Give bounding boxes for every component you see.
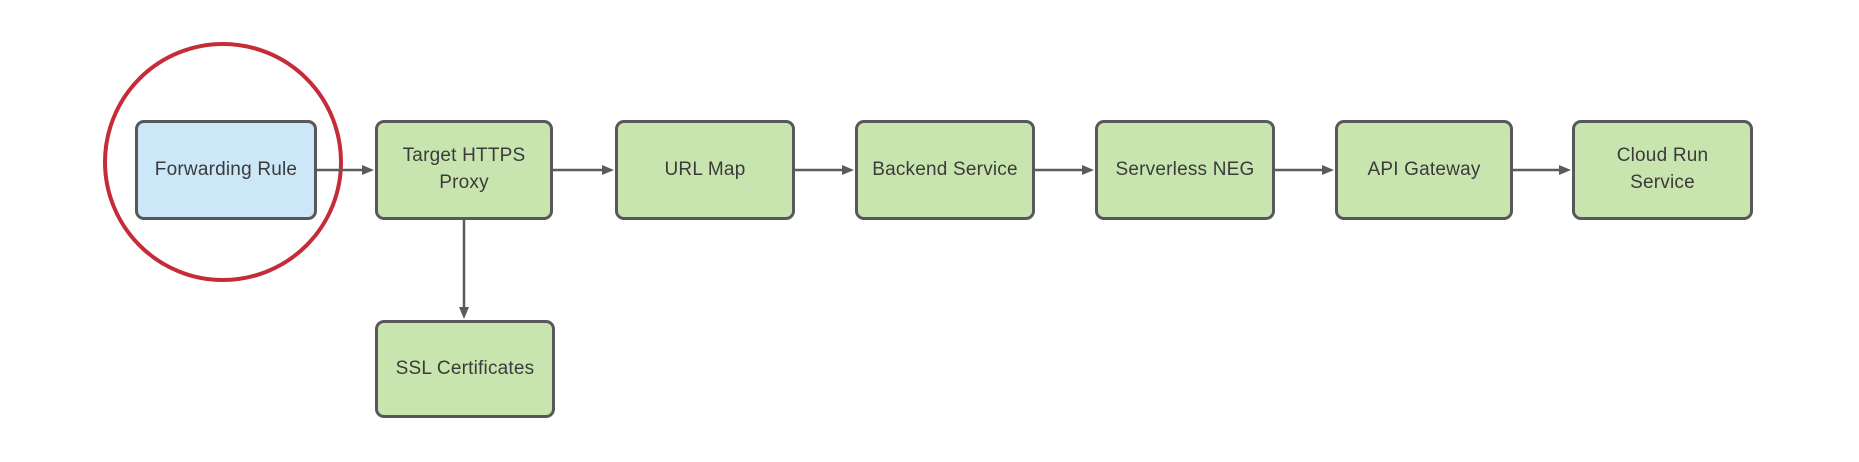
node-backend-service: Backend Service xyxy=(855,120,1035,220)
node-url-map: URL Map xyxy=(615,120,795,220)
node-forwarding-rule: Forwarding Rule xyxy=(135,120,317,220)
node-target-https-proxy: Target HTTPS Proxy xyxy=(375,120,553,220)
node-serverless-neg: Serverless NEG xyxy=(1095,120,1275,220)
highlight-circle-annotation xyxy=(103,42,343,282)
node-api-gateway: API Gateway xyxy=(1335,120,1513,220)
node-cloud-run-service: Cloud Run Service xyxy=(1572,120,1753,220)
node-ssl-certificates: SSL Certificates xyxy=(375,320,555,418)
